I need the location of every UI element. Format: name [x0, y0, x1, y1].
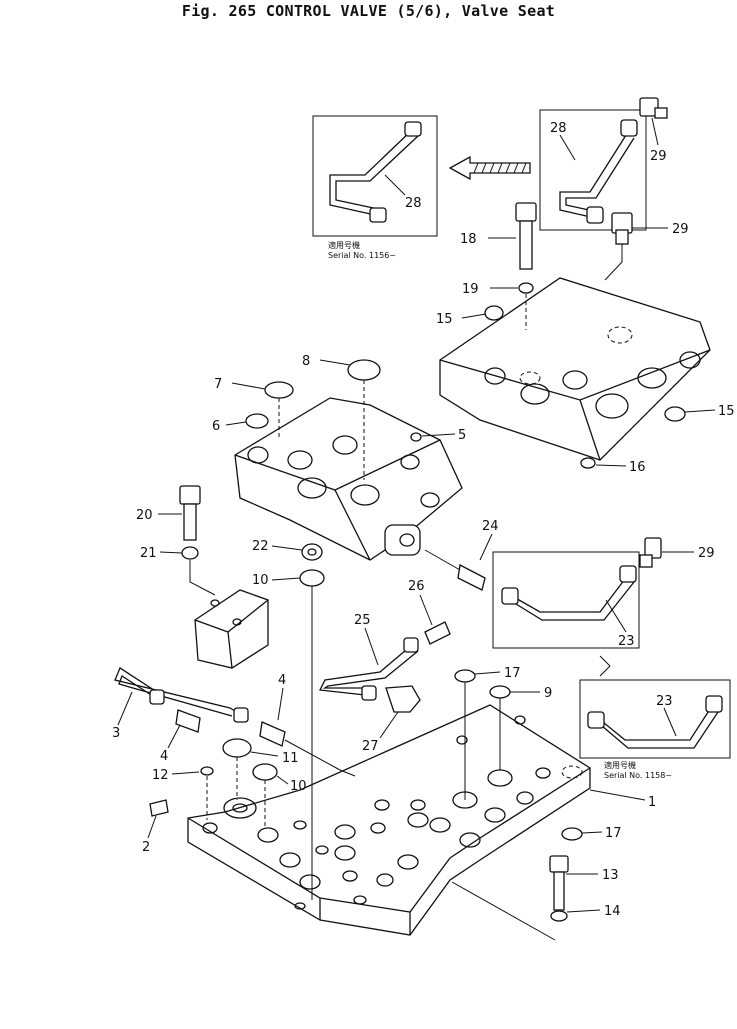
- callout-17-bottom: 17: [605, 826, 622, 841]
- valve-seat-plate-1: 1: [187, 704, 656, 941]
- callout-4-left: 4: [160, 749, 168, 764]
- bolt-18: 18 19: [460, 202, 537, 330]
- callout-18: 18: [460, 232, 477, 247]
- callout-28: 28: [550, 121, 567, 136]
- pipe-3: 3 4 4: [112, 667, 356, 777]
- callout-22: 22: [252, 539, 269, 554]
- group-pipe-23: 23 29: [492, 537, 715, 677]
- callout-5: 5: [458, 428, 466, 443]
- figure-title: Fig. 265 CONTROL VALVE (5/6), Valve Seat: [181, 2, 556, 20]
- replacement-arrow: [448, 155, 531, 181]
- valve-block-middle: 8 7 6 5: [212, 354, 466, 561]
- inset-pipe-28: 28 適用号機 Serial No. 1156~: [312, 115, 438, 260]
- callout-17-top: 17: [504, 666, 521, 681]
- callout-23-inset: 23: [656, 694, 673, 709]
- callout-26: 26: [408, 579, 425, 594]
- orings-lower-left: 11 10 12 2: [142, 738, 307, 855]
- inset-jp-note: 適用号機: [328, 240, 360, 250]
- callout-9: 9: [544, 686, 552, 701]
- callout-12: 12: [152, 768, 169, 783]
- group-pipe-28-fittings-29: 28 29 29: [539, 97, 689, 281]
- callout-25: 25: [354, 613, 371, 628]
- callout-20: 20: [136, 508, 153, 523]
- callout-21: 21: [140, 546, 157, 561]
- callout-19: 19: [462, 282, 479, 297]
- callout-8: 8: [302, 354, 310, 369]
- callout-3: 3: [112, 726, 120, 741]
- callout-29-bottom: 29: [698, 546, 715, 561]
- inset-serial-note: Serial No. 1156~: [328, 251, 396, 260]
- callout-29-top: 29: [650, 149, 667, 164]
- callout-15-left: 15: [436, 312, 453, 327]
- callout-16: 16: [629, 460, 646, 475]
- orings-right: 17 9 17: [454, 666, 622, 841]
- bolt-20: 20 21: [136, 485, 269, 669]
- callout-7: 7: [214, 377, 222, 392]
- inset-jp-note-b: 適用号機: [604, 760, 636, 770]
- fitting-26-pipe-25: 26 25 27: [319, 579, 451, 754]
- callout-6: 6: [212, 419, 220, 434]
- callout-4-right: 4: [278, 673, 286, 688]
- inset-pipe-23: 23 適用号機 Serial No. 1158~: [579, 679, 731, 780]
- callout-27: 27: [362, 739, 379, 754]
- callout-29-mid: 29: [672, 222, 689, 237]
- callout-11: 11: [282, 751, 299, 766]
- callout-23-mid: 23: [618, 634, 635, 649]
- valve-block-upper-right: 15 15 16: [436, 277, 735, 475]
- bolt-13: 13 14: [549, 855, 621, 922]
- callout-28-inset: 28: [405, 196, 422, 211]
- callout-13: 13: [602, 868, 619, 883]
- callout-10-top: 10: [252, 573, 269, 588]
- inset-serial-note-b: Serial No. 1158~: [604, 771, 672, 780]
- callout-14: 14: [604, 904, 621, 919]
- spacer-22: 22 10: [252, 539, 325, 900]
- callout-2: 2: [142, 840, 150, 855]
- callout-10-bottom: 10: [290, 779, 307, 794]
- callout-1: 1: [648, 795, 656, 810]
- fitting-24: 24: [424, 519, 499, 591]
- callout-24: 24: [482, 519, 499, 534]
- callout-15-right: 15: [718, 404, 735, 419]
